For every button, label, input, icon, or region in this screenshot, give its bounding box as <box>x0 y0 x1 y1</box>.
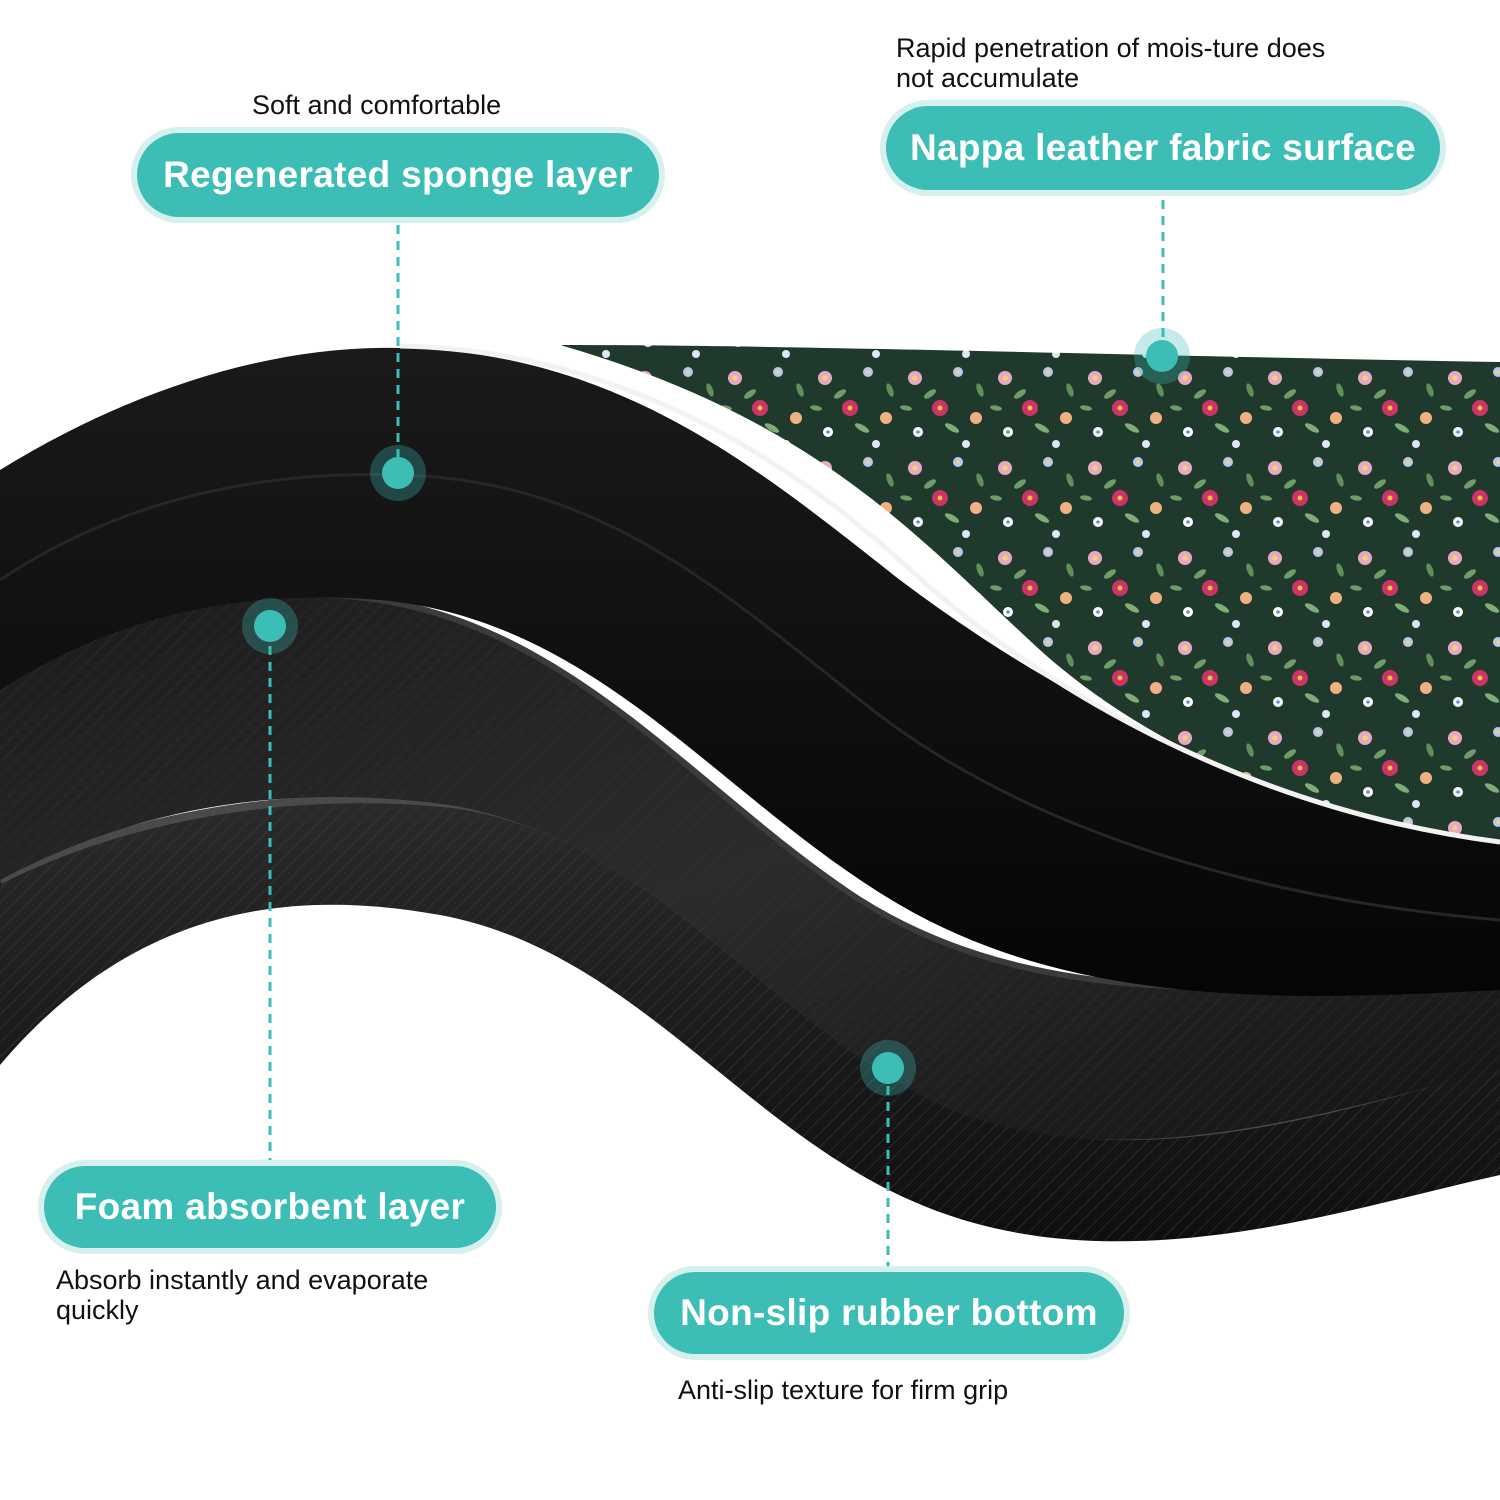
foam-caption: Absorb instantly and evaporate quickly <box>56 1265 428 1325</box>
foam-layer-label: Foam absorbent layer <box>44 1166 496 1248</box>
nappa-marker-dot <box>1134 328 1190 384</box>
foam-caption-line1: Absorb instantly and evaporate <box>56 1265 429 1295</box>
nappa-caption-line2: not accumulate <box>896 63 1080 93</box>
nappa-caption: Rapid penetration of mois-ture does not … <box>896 33 1325 93</box>
rubber-grip-texture <box>0 799 1500 1242</box>
fabric-white-edge <box>399 343 1500 845</box>
sponge-layer-inner-curve <box>0 473 1500 922</box>
rubber-marker-dot <box>860 1040 916 1096</box>
sponge-layer <box>0 347 1500 996</box>
rubber-caption: Anti-slip texture for firm grip <box>678 1375 1009 1405</box>
nappa-surface-label: Nappa leather fabric surface <box>886 106 1440 190</box>
nappa-fabric-surface <box>560 345 1500 840</box>
foam-surface-texture <box>0 594 1500 1140</box>
sponge-caption: Soft and comfortable <box>252 90 502 120</box>
sponge-layer-label: Regenerated sponge layer <box>137 133 659 217</box>
rubber-bottom-label: Non-slip rubber bottom <box>654 1272 1124 1354</box>
sponge-marker-dot <box>370 445 426 501</box>
foam-marker-dot <box>242 598 298 654</box>
nappa-caption-line1: Rapid penetration of mois-ture does <box>896 33 1326 63</box>
foam-caption-line2: quickly <box>56 1295 139 1325</box>
